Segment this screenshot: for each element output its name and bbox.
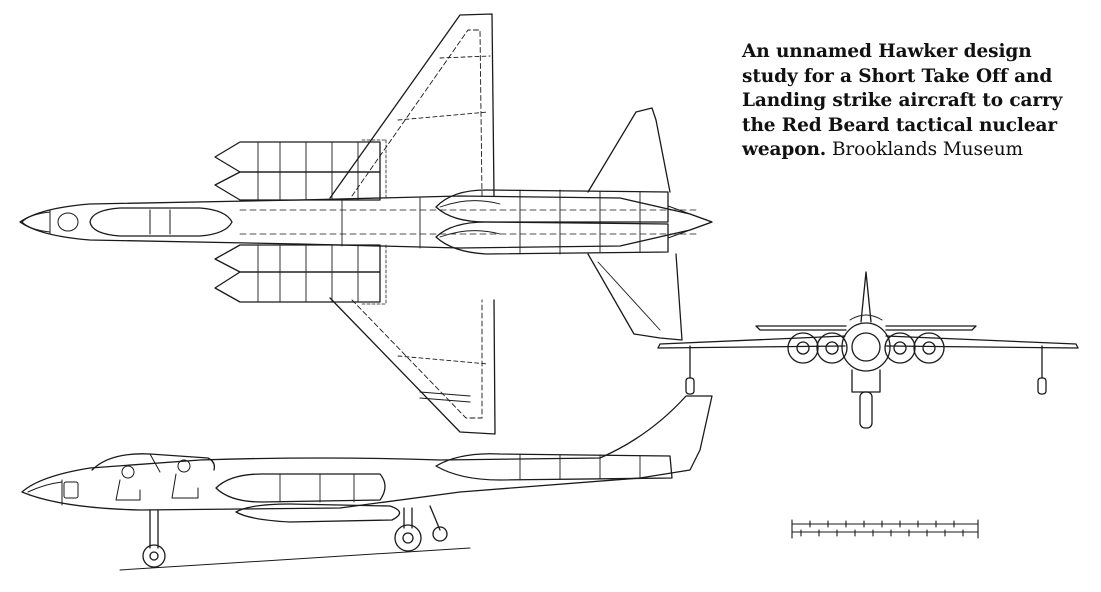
front-fuselage [842, 323, 890, 371]
front-view [658, 272, 1078, 428]
side-crew [116, 460, 198, 500]
side-weapon [236, 504, 400, 522]
plan-view [20, 14, 712, 434]
front-left-wing [658, 336, 845, 348]
plan-upper-wing-fold [398, 112, 488, 120]
side-main-gear [395, 506, 447, 551]
front-engine-1 [788, 333, 818, 363]
front-engine-4 [914, 333, 944, 363]
figure-caption: An unnamed Hawker design study for a Sho… [742, 40, 1082, 163]
caption-credit: Brooklands Museum [831, 139, 1023, 160]
plan-rear-engines [436, 190, 712, 254]
plan-lower-wing [330, 298, 495, 434]
side-rear-engine [436, 454, 672, 480]
front-engine-2 [817, 333, 847, 363]
front-nose-wheel [860, 392, 872, 428]
side-canopy [92, 454, 214, 470]
front-right-wing [886, 336, 1078, 348]
side-nose-window [64, 482, 78, 498]
side-nose-gear [143, 510, 165, 567]
caption-text: An unnamed Hawker design study for a Sho… [742, 41, 1063, 160]
side-view [22, 396, 712, 570]
plan-upper-tailplane [588, 108, 670, 192]
plan-lower-wing-inner-line [352, 300, 482, 418]
plan-canopy [90, 208, 232, 236]
front-fin [861, 272, 871, 322]
side-ground-line [120, 548, 470, 570]
plan-lower-front-engines [215, 245, 386, 304]
scale-bar [792, 520, 978, 538]
plan-upper-wing-inner-line [352, 30, 482, 196]
side-front-engine [216, 474, 385, 502]
plan-upper-wing [330, 14, 494, 198]
plan-upper-front-engines [215, 140, 386, 200]
front-engine-3 [885, 333, 915, 363]
plan-nose-window [58, 213, 78, 231]
plan-lower-tailplane [588, 254, 682, 340]
side-fuselage [22, 396, 712, 510]
